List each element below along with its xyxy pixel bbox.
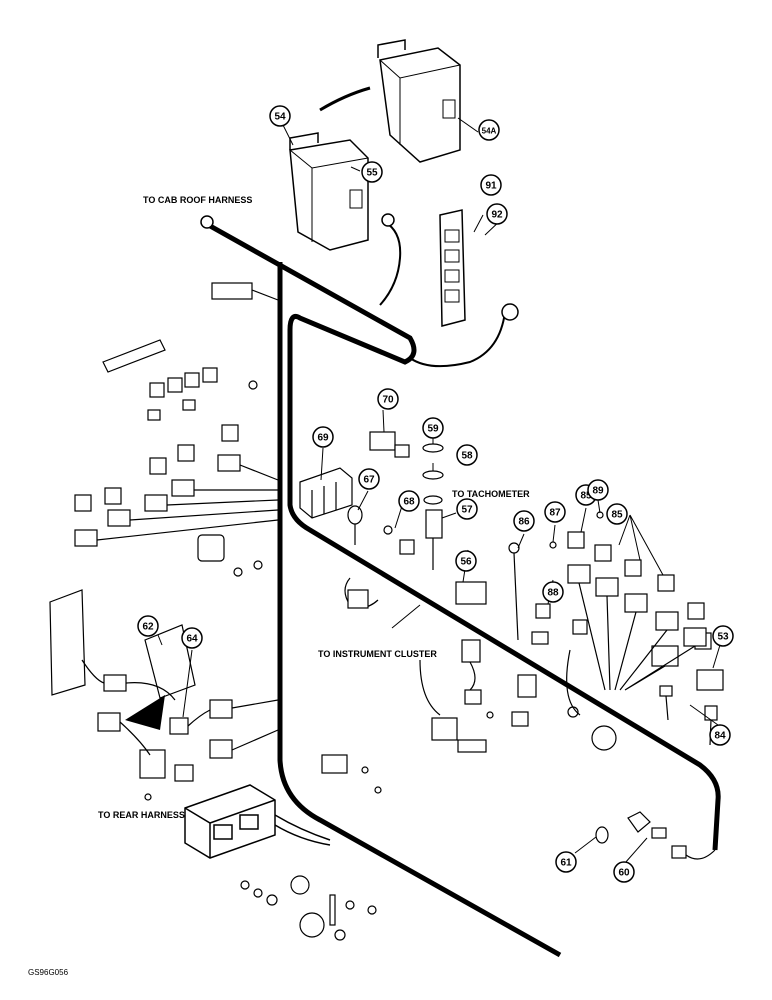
- callout-circle: [398, 490, 420, 512]
- callout-number: 54: [274, 112, 286, 123]
- callout-number: 67: [363, 475, 375, 486]
- module-connector: [381, 213, 395, 227]
- callout-number: 68: [403, 497, 415, 508]
- callout-circle: [544, 501, 566, 523]
- callout-number: 57: [461, 505, 473, 516]
- cab-roof-connector: [200, 215, 214, 229]
- callout-circle: [709, 724, 731, 746]
- callout-circle: [478, 119, 500, 141]
- callout-circle: [555, 851, 577, 873]
- callout-number: 54A: [482, 127, 497, 136]
- callout-circle: [480, 174, 502, 196]
- label-rear-harness: TO REAR HARNESS: [98, 810, 185, 820]
- callout-number: 64: [186, 634, 198, 645]
- callout-number: 62: [142, 622, 154, 633]
- callout-circle: [606, 503, 628, 525]
- callout-number: 61: [560, 858, 572, 869]
- callout-circle: [513, 510, 535, 532]
- callout-number: 91: [485, 181, 497, 192]
- callout-number: 56: [460, 557, 472, 568]
- module-54a: [377, 39, 461, 163]
- bottom-fittings: [240, 754, 382, 941]
- callout-number: 89: [592, 486, 604, 497]
- label-cab-roof-harness: TO CAB ROOF HARNESS: [143, 195, 252, 205]
- callout-circle: [269, 105, 291, 127]
- callout-circle: [456, 498, 478, 520]
- left-components: [49, 282, 279, 801]
- right-relays: [567, 531, 724, 746]
- bottom-right-fittings: [595, 811, 716, 860]
- callout-circle: [587, 479, 609, 501]
- callout-number: 88: [547, 588, 559, 599]
- callout-circle: [181, 627, 203, 649]
- callout-number: 70: [382, 395, 394, 406]
- center-components: [299, 431, 617, 753]
- figure-code: GS96G056: [28, 968, 69, 977]
- callout-number: 60: [618, 868, 630, 879]
- callout-circle: [486, 203, 508, 225]
- callout-circle: [137, 615, 159, 637]
- arrow-shape: [125, 695, 165, 730]
- main-harness: [201, 86, 721, 958]
- callout-number: 85: [611, 510, 623, 521]
- callout-circle: [542, 581, 564, 603]
- callout-circle: [358, 468, 380, 490]
- callout-number: 59: [427, 424, 439, 435]
- module-54: [289, 132, 369, 251]
- callout-number: 86: [518, 517, 530, 528]
- callout-number: 69: [317, 433, 329, 444]
- callout-circle: [422, 417, 444, 439]
- callout-circle: [377, 388, 399, 410]
- module-91: [439, 209, 519, 327]
- callout-number: 55: [366, 168, 378, 179]
- callout-circle: [312, 426, 334, 448]
- callout-circle: [361, 161, 383, 183]
- callout-number: 84: [714, 731, 726, 742]
- callout-number: 87: [549, 508, 561, 519]
- callout-circle: [455, 550, 477, 572]
- callout-circle: [613, 861, 635, 883]
- callout-circle: [456, 444, 478, 466]
- callout-number: 85: [580, 491, 592, 502]
- callout-number: 58: [461, 451, 473, 462]
- rear-harness-connector: [184, 784, 331, 859]
- label-instrument-cluster: TO INSTRUMENT CLUSTER: [318, 649, 437, 659]
- callout-number: 92: [491, 210, 503, 221]
- label-tachometer: TO TACHOMETER: [452, 489, 530, 499]
- callout-circle: [712, 625, 734, 647]
- callout-number: 53: [717, 632, 729, 643]
